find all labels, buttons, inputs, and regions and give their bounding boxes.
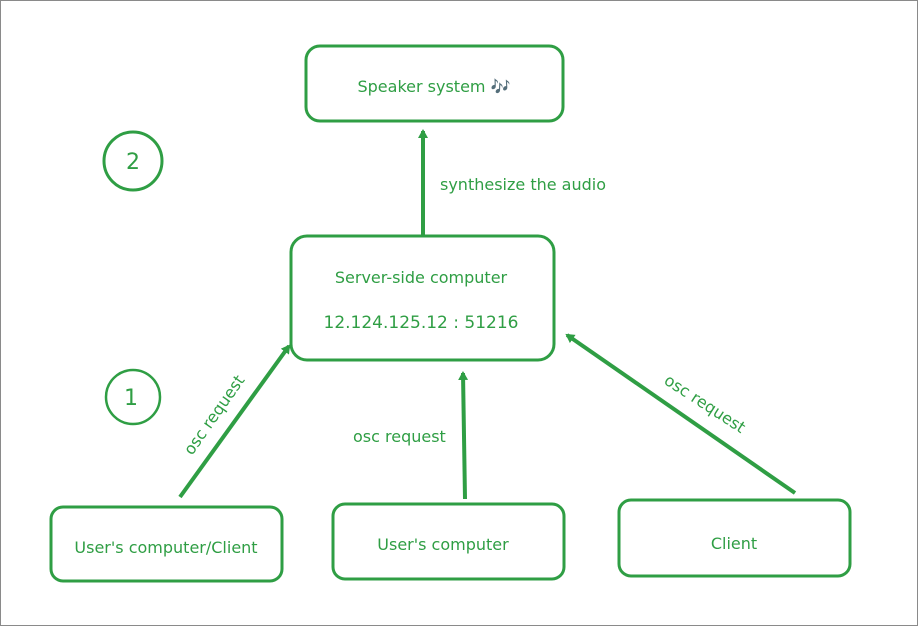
- right-request-arrow: [565, 333, 797, 495]
- mid-request-label: osc request: [353, 427, 446, 446]
- step-2-badge: 2: [102, 130, 164, 192]
- client-right-label: Client: [711, 534, 757, 553]
- speaker-system-node: Speaker system 🎶: [304, 44, 565, 123]
- right-request-label: osc request: [661, 370, 749, 436]
- server-node: Server-side computer 12.124.125.12 : 512…: [289, 234, 556, 362]
- speaker-system-label: Speaker system 🎶: [357, 77, 510, 96]
- mid-request-arrow: [458, 371, 469, 500]
- step-1-badge: 1: [104, 368, 162, 426]
- server-title: Server-side computer: [335, 268, 508, 287]
- client-mid-node: User's computer: [331, 502, 566, 581]
- client-left-label: User's computer/Client: [74, 538, 257, 557]
- step-1-label: 1: [124, 386, 138, 411]
- left-request-arrow: [178, 344, 291, 499]
- client-left-node: User's computer/Client: [49, 505, 284, 583]
- client-right-node: Client: [617, 498, 852, 578]
- synthesize-label: synthesize the audio: [440, 175, 606, 194]
- server-address: 12.124.125.12 : 51216: [324, 313, 519, 333]
- step-2-label: 2: [126, 150, 140, 175]
- client-mid-label: User's computer: [377, 535, 509, 554]
